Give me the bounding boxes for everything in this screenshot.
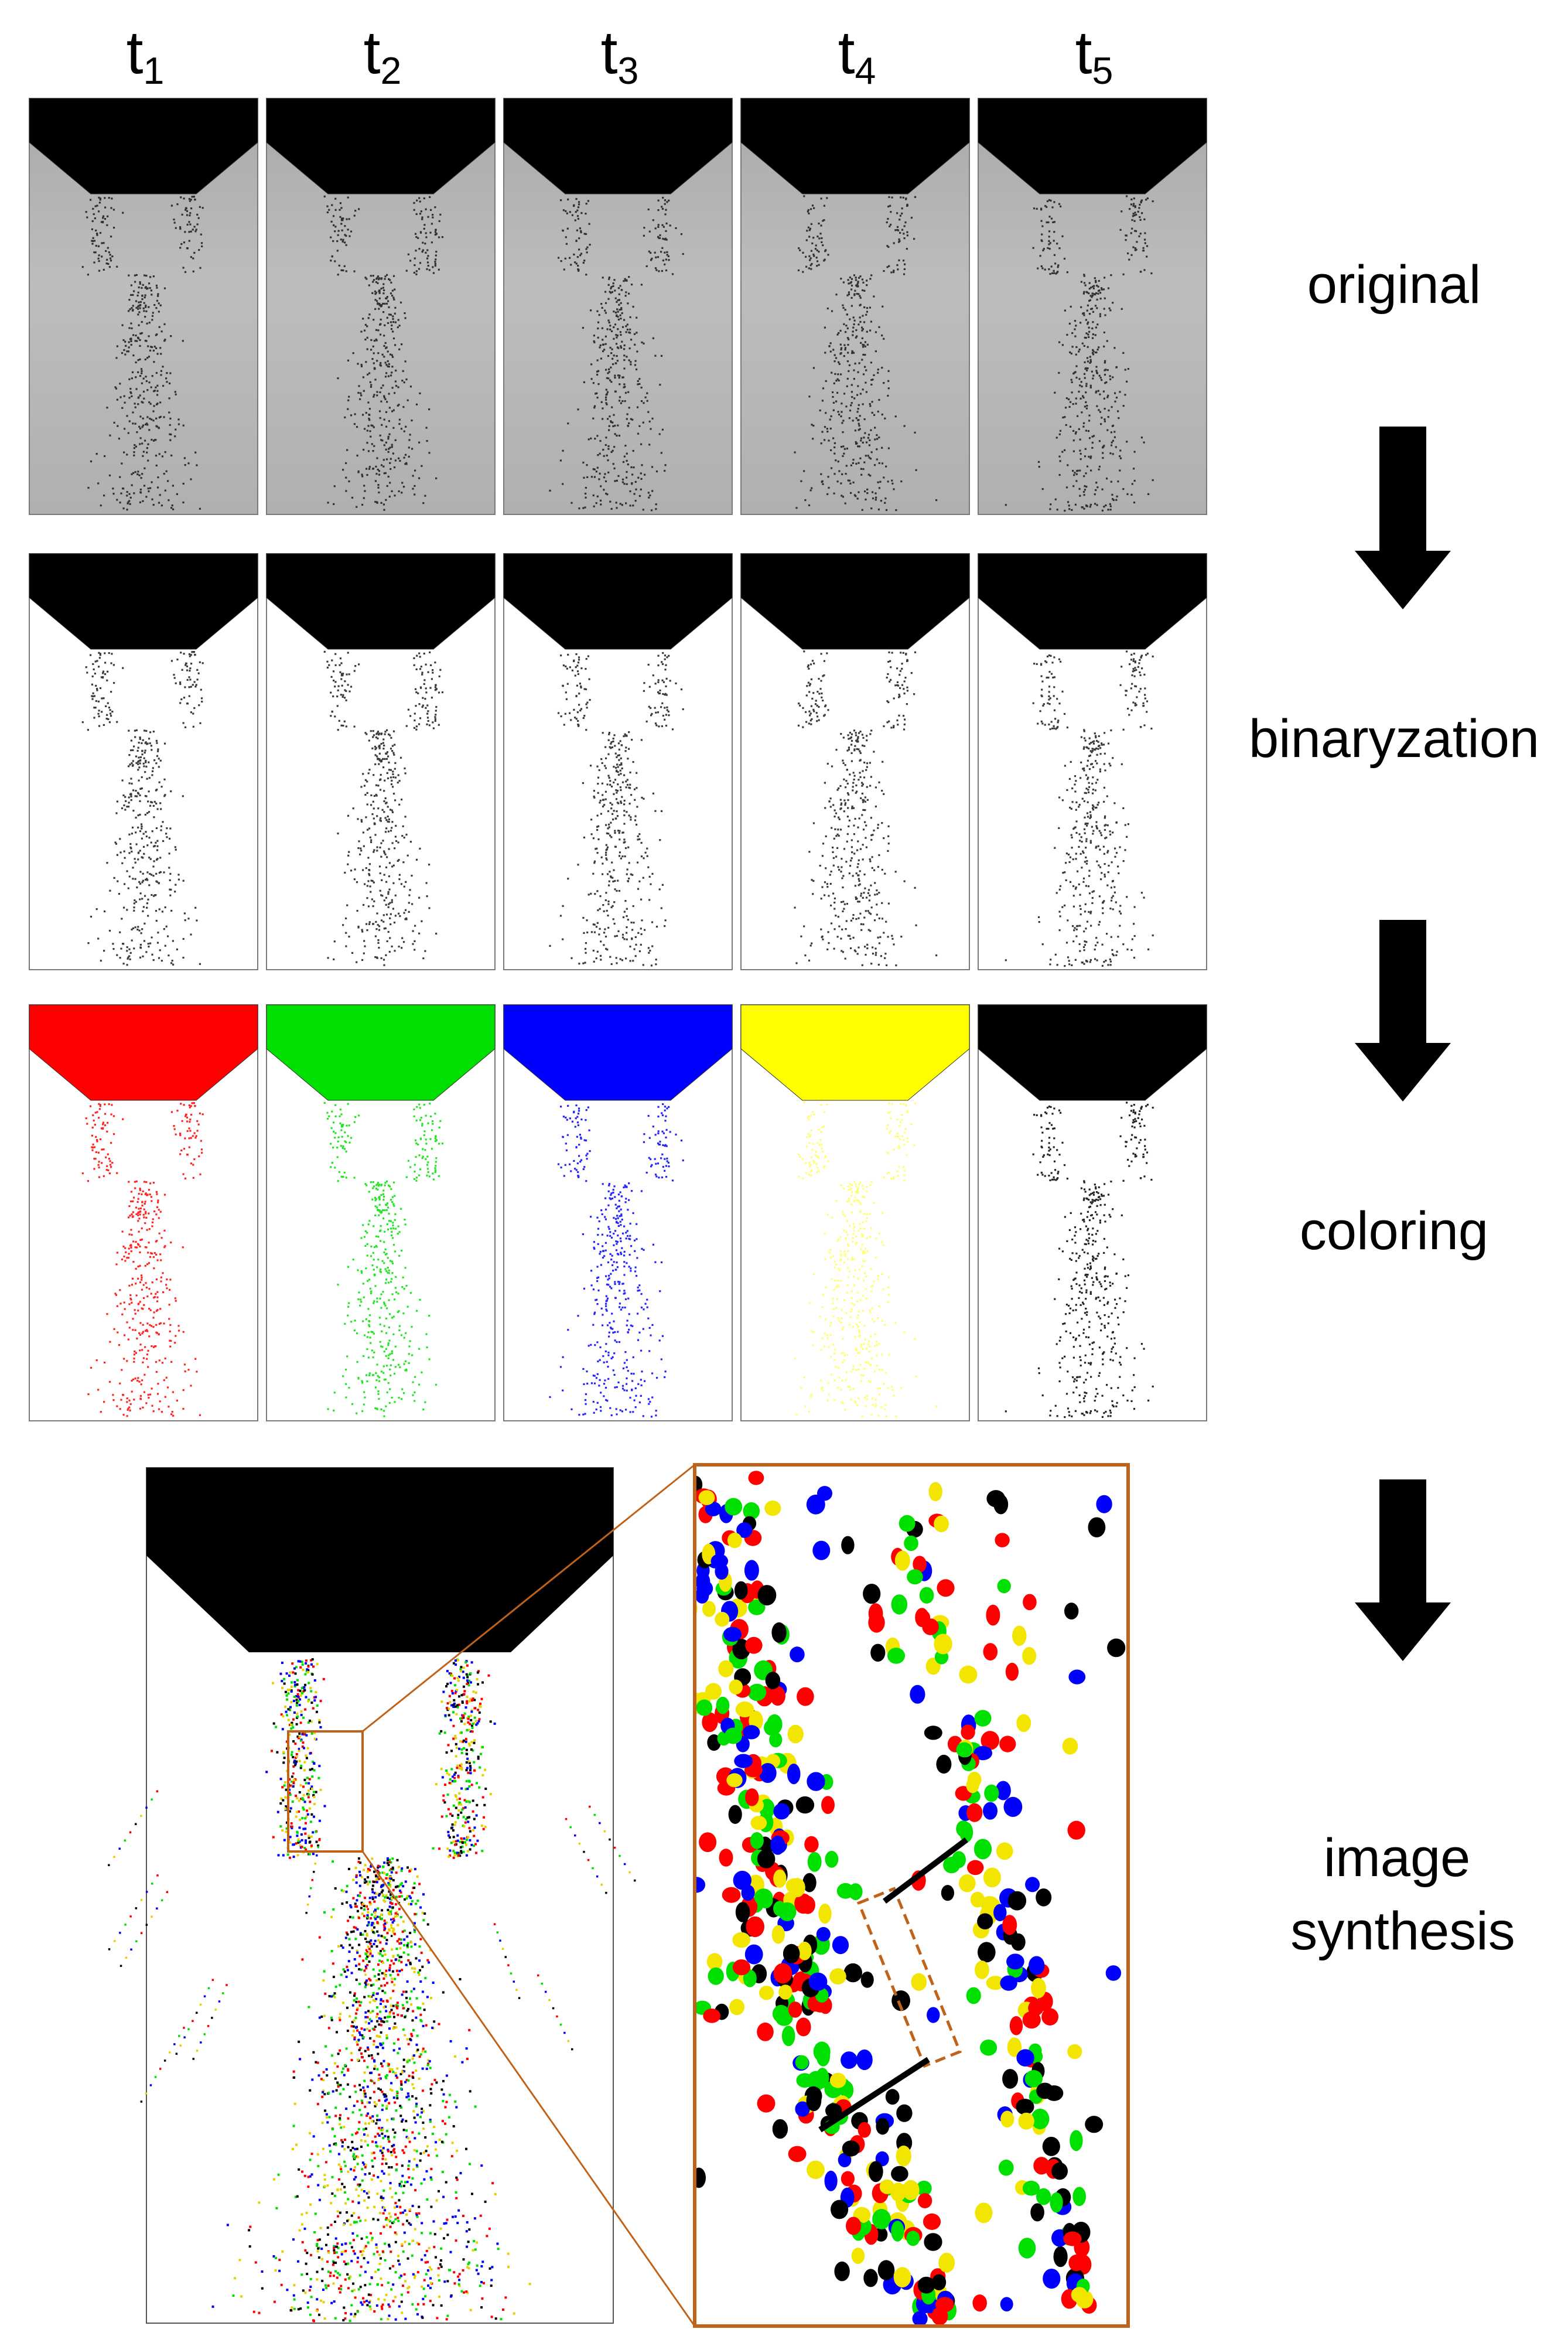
hopper [29,98,258,195]
particles [1005,195,1154,512]
binaryzation-frame-t3 [503,553,733,970]
particles [1005,1102,1154,1418]
hopper [266,553,496,650]
stage-label-image: image [1323,1828,1471,1888]
time-label-t3: t3 [600,19,639,93]
arrow-2 [1355,920,1451,1102]
particles [794,650,938,967]
zoom-panel [693,1463,1130,2328]
hopper [978,1004,1207,1101]
trajectory-box [856,1887,962,2068]
particles [81,196,204,511]
hopper [503,98,733,195]
particles [323,195,443,511]
frame-rows [29,98,1207,1421]
hopper [978,553,1207,650]
hopper [978,98,1207,195]
binaryzation-frame-t5 [978,553,1207,970]
binaryzation-frame-t4 [740,553,970,970]
particles [323,650,443,966]
binaryzation-frame-t1 [29,553,258,970]
hopper [740,98,970,195]
synthesis-panel [108,1464,696,2327]
stage-label-synthesis: synthesis [1290,1901,1515,1961]
hopper [266,1004,496,1101]
hopper [503,553,733,650]
time-label-t4: t4 [838,19,876,93]
time-label-t5: t5 [1075,19,1113,93]
hopper [740,553,970,650]
particles [549,1103,684,1418]
coloring-frame-t2 [266,1004,496,1421]
stage-label-coloring: coloring [1299,1201,1489,1261]
synthesis-particles [108,1658,636,2323]
stage-arrows [1355,427,1451,1661]
original-frame-t2 [266,98,496,515]
particles [794,1102,938,1418]
hopper [266,98,496,195]
particles [81,651,204,966]
particles [549,196,684,512]
connector-bottom [361,1851,696,2327]
arrow-3 [1355,1479,1451,1661]
pointer-t1 [883,1837,968,1904]
time-label-t2: t2 [363,19,402,93]
hopper [503,1004,733,1101]
synthesis-hopper [146,1468,613,1652]
pointer-t5 [818,2057,930,2133]
hopper [29,1004,258,1101]
binaryzation-frame-t2 [266,553,496,970]
particles [1005,650,1154,967]
coloring-frame-t5 [978,1004,1207,1421]
zoom-particles [695,1471,1126,2326]
coloring-frame-t3 [503,1004,733,1421]
coloring-frame-t1 [29,1004,258,1421]
zoom-frame [693,1463,1130,2328]
original-frame-t4 [740,98,970,515]
particles [794,195,938,512]
original-frame-t3 [503,98,733,515]
stage-label-binaryzation: binaryzation [1248,709,1540,769]
hopper [740,1004,970,1101]
hopper [29,553,258,650]
particles [81,1102,204,1417]
coloring-frame-t4 [740,1004,970,1421]
stage-label-original: original [1307,255,1481,315]
original-frame-t5 [978,98,1207,515]
connector-top [362,1464,695,1733]
selection-box [287,1730,364,1853]
arrow-1 [1355,427,1451,609]
particles [549,652,684,967]
particles [323,1102,443,1417]
time-label-t1: t1 [126,19,165,93]
original-frame-t1 [29,98,258,515]
